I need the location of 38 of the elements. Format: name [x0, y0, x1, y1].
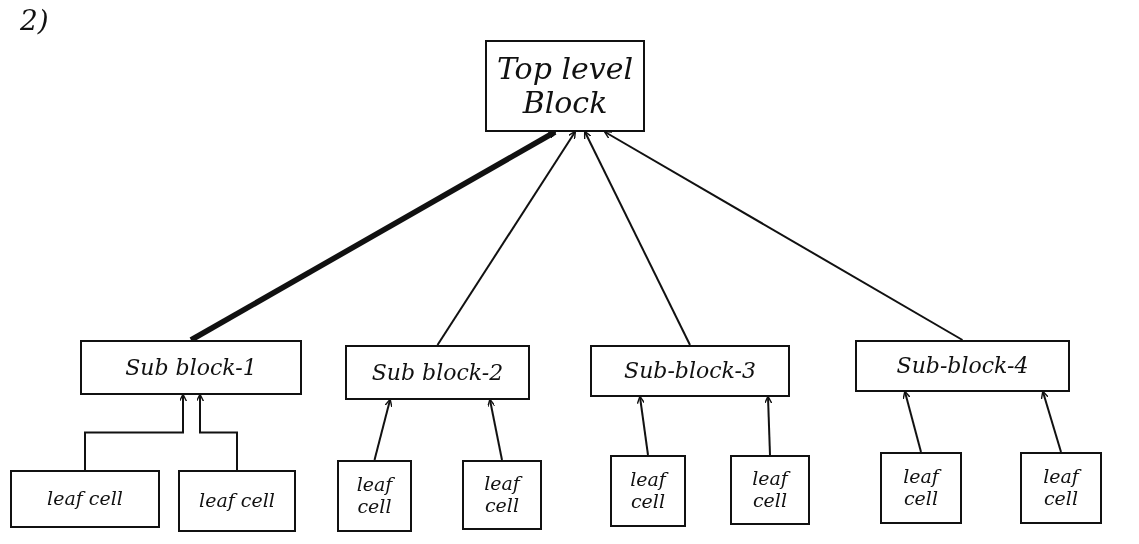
arrow [1040, 390, 1062, 453]
box-label: Sub block-2 [371, 359, 504, 386]
leaf-cell-box [337, 460, 412, 532]
box-label: leaf cell [355, 474, 396, 518]
leaf-cell-box [1020, 452, 1102, 524]
leaf-cell-box [462, 460, 542, 530]
section-number: 2) [20, 4, 49, 37]
arrow [84, 393, 188, 471]
leaf-cell-box [730, 455, 810, 525]
box-label: leaf cell [468, 473, 536, 517]
arrow [603, 130, 964, 341]
box-label: Sub-block-4 [896, 353, 1029, 379]
box-label: Top level Block [495, 51, 635, 121]
leaf-cell-box [10, 470, 160, 528]
box-label: leaf cell [886, 466, 956, 510]
box-label: leaf cell [199, 490, 275, 512]
sub-block-box [345, 345, 530, 400]
leaf-cell-box [610, 455, 686, 527]
sub-block-box [590, 345, 790, 397]
sub-block-box [855, 340, 1070, 392]
arrow [764, 395, 773, 456]
box-label: leaf cell [47, 488, 123, 510]
arrow [902, 390, 922, 453]
arrow [487, 398, 503, 461]
box-label: Sub-block-3 [624, 358, 756, 384]
box-label: leaf cell [616, 469, 680, 513]
arrow [636, 395, 649, 456]
box-label: leaf cell [1026, 466, 1096, 510]
arrow [195, 393, 238, 471]
box-label: leaf cell [736, 468, 804, 512]
box-label: Sub block-1 [125, 354, 257, 381]
sub-block-box [80, 340, 302, 395]
arrow [583, 130, 691, 346]
arrow [436, 130, 577, 346]
leaf-cell-box [880, 452, 962, 524]
leaf-cell-box [178, 470, 296, 532]
arrow [373, 398, 393, 461]
top-block-box [485, 40, 645, 132]
